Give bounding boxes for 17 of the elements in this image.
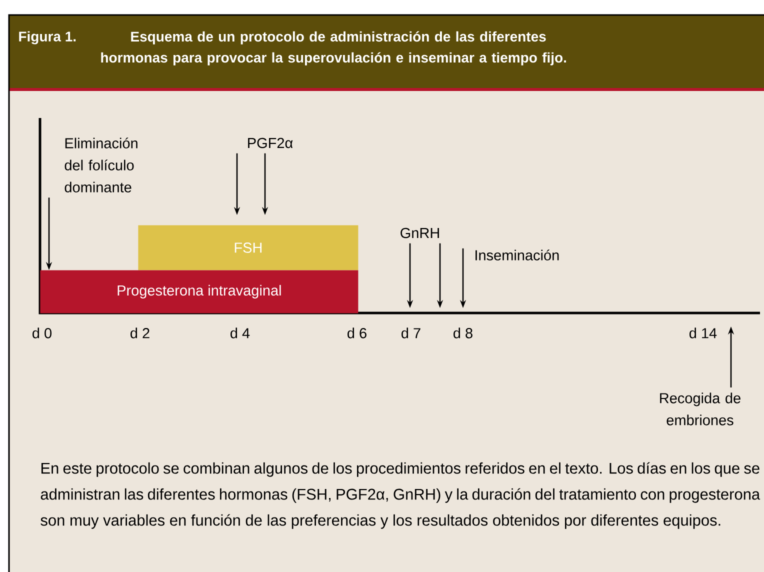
event-label: PGF2α: [248, 138, 293, 148]
event-label: Recogida de embriones: [660, 392, 740, 426]
figure-number: Figura 1.: [19, 31, 76, 44]
event-label: GnRH: [400, 228, 439, 238]
event-label: Inseminación: [476, 250, 559, 260]
day-label: d 4: [230, 328, 250, 338]
day-label: d 0: [32, 328, 52, 338]
caption: En este protocolo se combinan algunos de los procedimientos referidos en el texto. Los días en los que se administran las diferentes hormonas (FSH, PGF2α, GnRH) y la duración del tratamiento con progesterona son muy variables en función de las preferencias y los resultados obtenidos por diferentes equipos.: [40, 462, 760, 529]
figure-title: Esquema de un protocolo de administración de las diferentes hormonas para provocar la superovulación e inseminar a tiempo fijo.: [101, 31, 566, 66]
event-label: Eliminación del folículo dominante: [64, 138, 138, 192]
treatment-bar: FSH: [138, 225, 358, 270]
day-label: d 7: [402, 328, 420, 338]
day-label: d 6: [348, 328, 366, 338]
day-label: d 8: [454, 328, 472, 338]
treatment-bar: Progesterona intravaginal: [40, 270, 358, 314]
event-label: d 14: [690, 328, 717, 338]
day-label: d 2: [130, 328, 150, 338]
